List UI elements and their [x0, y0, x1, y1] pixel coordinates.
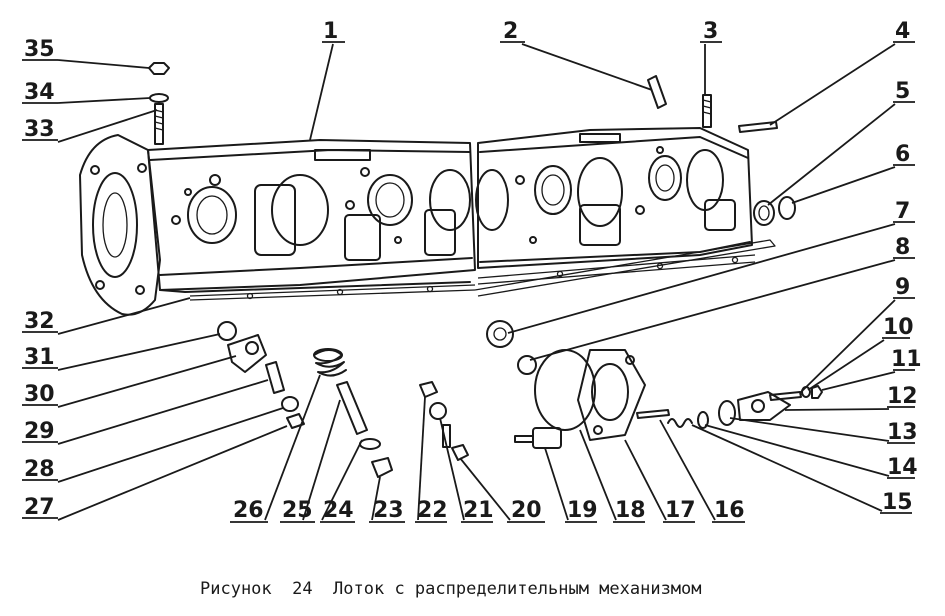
callout-19: 19 [567, 498, 598, 523]
callout-23: 23 [373, 498, 404, 523]
callout-30: 30 [24, 382, 55, 407]
figure-caption: Рисунок 24 Лоток с распределительным мех… [200, 579, 702, 599]
callout-4: 4 [895, 19, 910, 44]
callout-15: 15 [882, 490, 913, 515]
callout-34: 34 [24, 80, 55, 105]
leader-lines [22, 41, 915, 523]
callout-2: 2 [503, 19, 518, 44]
callout-labels: 1 2 3 4 5 6 7 8 9 10 11 12 13 14 15 16 1… [24, 19, 922, 523]
callout-16: 16 [714, 498, 745, 523]
callout-6: 6 [895, 142, 910, 167]
callout-24: 24 [323, 498, 354, 523]
camshaft-tray-drawing [79, 127, 776, 316]
callout-32: 32 [24, 309, 55, 334]
callout-5: 5 [895, 79, 910, 104]
callout-27: 27 [24, 495, 55, 520]
callout-31: 31 [24, 345, 55, 370]
callout-10: 10 [883, 315, 914, 340]
callout-12: 12 [887, 384, 918, 409]
callout-22: 22 [417, 498, 448, 523]
callout-14: 14 [887, 455, 918, 480]
callout-18: 18 [615, 498, 646, 523]
callout-28: 28 [24, 457, 55, 482]
small-parts-drawing [148, 62, 823, 478]
callout-35: 35 [24, 37, 55, 62]
callout-3: 3 [703, 19, 718, 44]
callout-29: 29 [24, 419, 55, 444]
callout-20: 20 [511, 498, 542, 523]
callout-1: 1 [323, 19, 338, 44]
callout-7: 7 [895, 199, 910, 224]
callout-11: 11 [891, 347, 922, 372]
callout-17: 17 [665, 498, 696, 523]
callout-13: 13 [887, 420, 918, 445]
callout-9: 9 [895, 275, 910, 300]
callout-33: 33 [24, 117, 55, 142]
callout-25: 25 [282, 498, 313, 523]
callout-8: 8 [895, 235, 910, 260]
callout-26: 26 [233, 498, 264, 523]
callout-21: 21 [463, 498, 494, 523]
